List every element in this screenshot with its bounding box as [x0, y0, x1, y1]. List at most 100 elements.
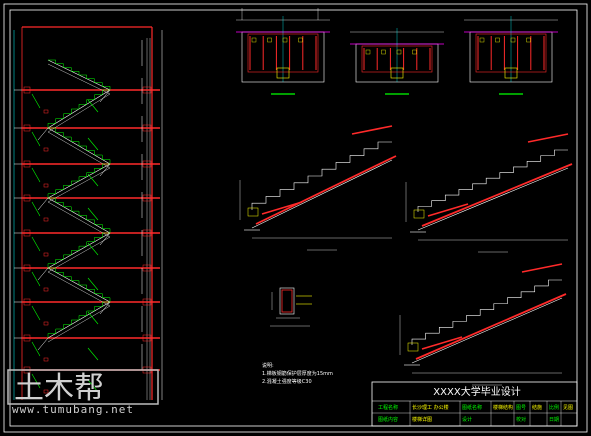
stair-flight-under-2 [47, 131, 111, 169]
left-beam-7 [23, 334, 31, 342]
stair-flight-under-3 [47, 167, 111, 203]
plan-3-tag-3 [526, 37, 531, 43]
stair-flight-under-1 [47, 93, 111, 133]
floor-beam-4 [142, 229, 152, 237]
stair-flight-under-0 [47, 63, 111, 95]
left-beam-4 [23, 229, 31, 237]
flight-c-tag-box [407, 342, 419, 352]
plan-3-door [504, 67, 518, 79]
plan-3-inner-red [475, 33, 547, 73]
dim-box-7 [43, 357, 49, 362]
landing-diag-1 [37, 127, 49, 141]
tb-value-content: 楼梯详图 [412, 417, 433, 423]
tb-label-number: 图号 [516, 405, 527, 411]
dim-box-6 [43, 321, 49, 326]
dim-box-5 [43, 287, 49, 292]
plan-1-tag-2 [282, 37, 288, 43]
plan-1-tag-1 [267, 37, 272, 43]
stair-steps-0 [48, 59, 111, 90]
plan-1-door [276, 67, 290, 79]
flight-c-top-rebar-b [521, 263, 563, 273]
landing-diag-2 [99, 163, 111, 177]
stair-flight-under-6 [47, 271, 111, 307]
stair-flight-under-5 [47, 236, 111, 273]
dim-mark-a-0 [31, 93, 41, 109]
notes-line-1: 1.梯板钢筋保护层厚度为15mm [262, 371, 333, 377]
floor-beam-7 [142, 334, 152, 342]
sheet-inner-frame [9, 9, 578, 427]
plan-2-tag-2 [396, 49, 402, 55]
floor-beam-2 [142, 160, 152, 168]
left-beam-2 [23, 160, 31, 168]
floor-beam-1 [142, 124, 152, 132]
stair-steps-1 [47, 89, 110, 128]
dim-mark-a-4 [31, 236, 41, 252]
flight-a-steps [251, 141, 392, 210]
landing-diag-3 [37, 197, 49, 211]
plan-3-tag-2 [510, 37, 516, 43]
flight-c-main-rebar [415, 293, 567, 360]
notes-line-2: 2.混凝土强度等级C30 [262, 379, 312, 385]
flight-a-top-rebar-a [261, 201, 303, 215]
dim-box-1 [43, 147, 49, 152]
tb-value-project: 长沙理工 办公楼 [412, 405, 449, 411]
dim-mark-a-1 [31, 131, 41, 147]
dim-mark-b-1 [87, 137, 99, 151]
tb-label-project: 工程名称 [378, 405, 399, 411]
dim-box-0 [43, 109, 49, 114]
left-beam-0 [23, 86, 31, 94]
stair-steps-7 [47, 301, 110, 338]
watermark-logo-shape: 土木帮 [7, 369, 159, 406]
tb-value-drawing: 楼梯结构 [493, 405, 513, 411]
dim-mark-b-2 [87, 173, 99, 187]
plan-1-tag-3 [298, 37, 303, 43]
flight-b-top-rebar-b [527, 133, 569, 143]
tb-label-design: 设计 [462, 417, 473, 423]
plan-1-inner-red [247, 33, 319, 73]
watermark-logo: 土木帮 [6, 368, 166, 430]
landing-diag-5 [37, 267, 49, 281]
dim-mark-b-8 [87, 379, 99, 393]
stair-steps-6 [48, 267, 111, 302]
floor-beam-5 [142, 264, 152, 272]
flight-a-tag-box [247, 207, 259, 217]
flight-b-top-rebar-a [427, 203, 469, 217]
sheet-outer-frame [3, 3, 588, 433]
tb-label-scale: 比例 [549, 405, 560, 411]
plan-2-inner-red [361, 45, 433, 73]
landing-diag-6 [99, 301, 111, 315]
dim-mark-a-3 [31, 201, 41, 217]
left-beam-1 [23, 124, 31, 132]
watermark-logo-text: 土木帮 [14, 371, 104, 406]
notes-heading: 说明: [262, 363, 274, 369]
dim-mark-b-6 [87, 311, 99, 325]
title-block-frame [371, 381, 578, 427]
flight-b-main-rebar [421, 163, 573, 227]
plan-3-tag-1 [495, 37, 500, 43]
floor-beam-3 [142, 194, 152, 202]
tb-value-number: 结施 [532, 405, 543, 411]
watermark-url: www.tumubang.net [12, 403, 134, 416]
dim-box-4 [43, 252, 49, 257]
plan-2-tag-1 [381, 49, 386, 55]
dim-box-3 [43, 217, 49, 222]
flight-c-soffit [411, 297, 563, 364]
flight-a-soffit [251, 159, 393, 229]
flight-b-soffit [417, 167, 569, 231]
left-beam-6 [23, 298, 31, 306]
tb-label-content: 图纸内容 [378, 417, 399, 423]
landing-diag-7 [37, 337, 49, 351]
flight-a-main-rebar [255, 155, 397, 225]
beam-section-outline [279, 287, 295, 315]
general-notes: 说明: 1.梯板钢筋保护层厚度为15mm 2.混凝土强度等级C30 [262, 362, 333, 386]
dim-mark-a-6 [31, 305, 41, 321]
stair-steps-2 [48, 127, 111, 164]
plan-2-tag-3 [412, 49, 417, 55]
flight-a-top-rebar-b [351, 125, 393, 135]
floor-beam-6 [142, 298, 152, 306]
plan-3-tag-0 [479, 37, 485, 43]
dim-mark-b-4 [87, 242, 99, 256]
dim-mark-b-5 [87, 277, 99, 291]
left-beam-5 [23, 264, 31, 272]
